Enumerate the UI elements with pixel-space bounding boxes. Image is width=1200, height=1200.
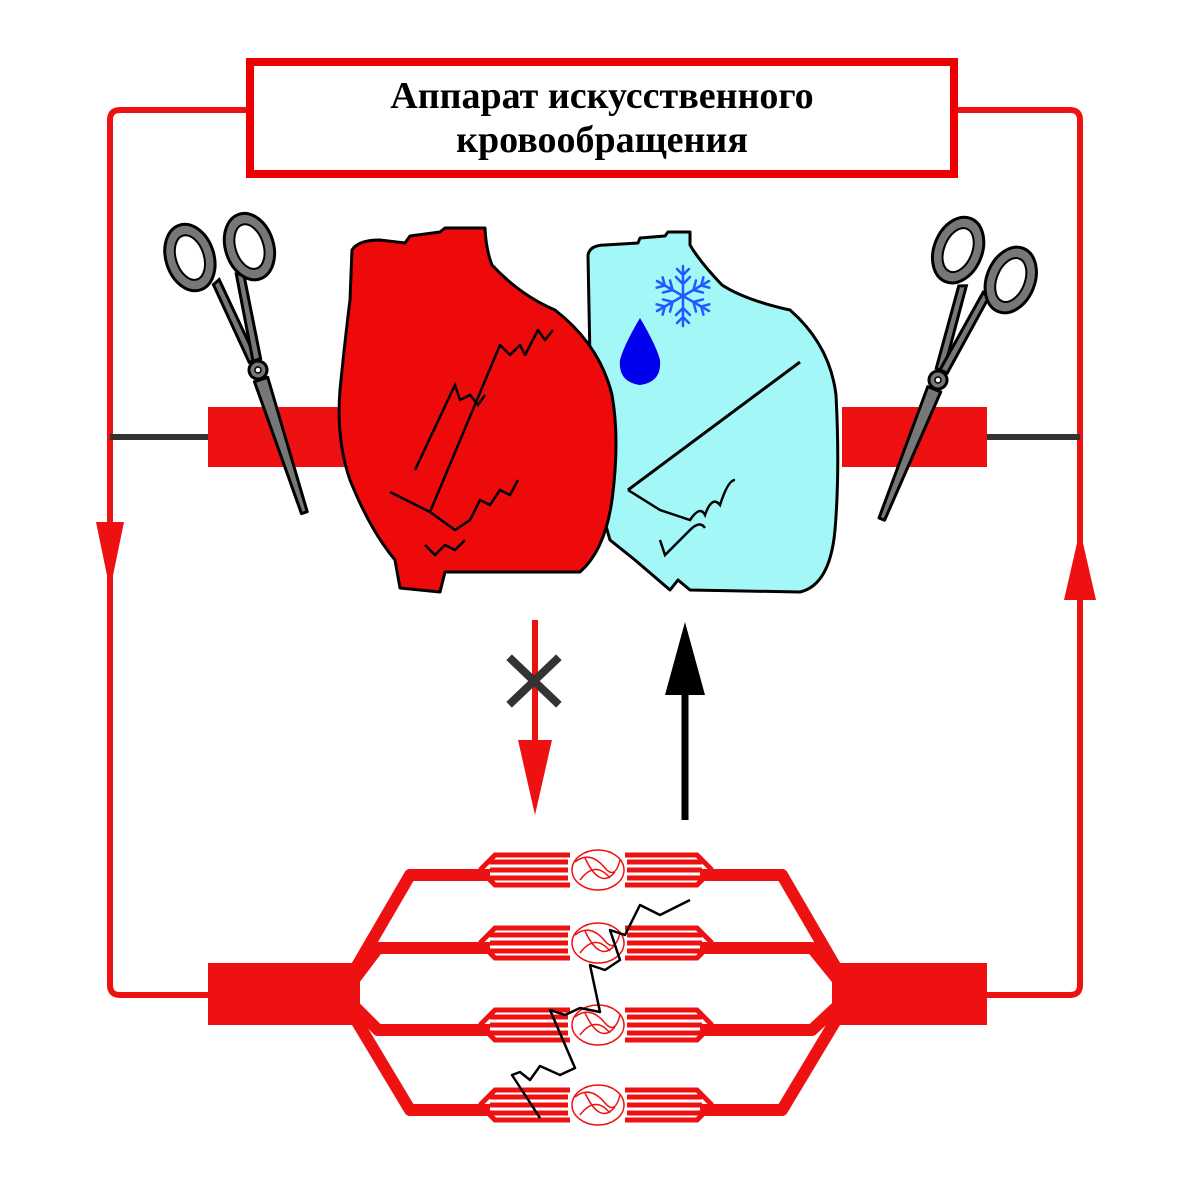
right-clamp-icon <box>830 208 1051 541</box>
down-arrow-icon <box>96 522 124 590</box>
title-line-1: Аппарат искусственного <box>390 75 814 117</box>
title-line-2: кровообращения <box>456 119 748 161</box>
blocked-flow <box>506 620 562 815</box>
water-drop-icon <box>619 318 661 385</box>
capillary-network <box>208 849 987 1126</box>
return-flow-arrow <box>665 622 705 820</box>
left-clamp-icon <box>155 197 358 531</box>
snowflake-icon <box>652 264 714 328</box>
cross-icon <box>506 654 562 708</box>
oxygenated-heart <box>337 226 618 594</box>
up-arrow-icon <box>1064 530 1096 600</box>
title-box: Аппарат искусственного кровообращения <box>246 58 958 178</box>
cooled-heart <box>568 230 840 594</box>
